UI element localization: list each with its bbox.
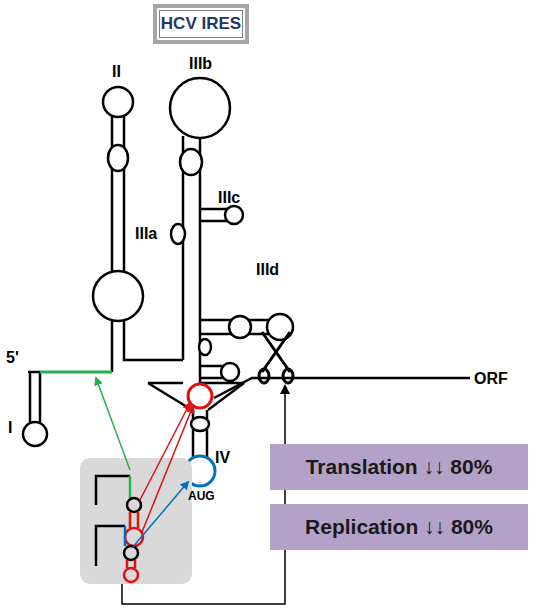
result-text: Translation ↓↓ 80% xyxy=(306,455,493,479)
result-text: Replication ↓↓ 80% xyxy=(305,515,493,539)
inhibitor-panel xyxy=(80,458,192,584)
domain-ii-bulge xyxy=(108,145,128,171)
junction xyxy=(200,382,244,385)
domain-label: IIId xyxy=(256,262,279,278)
domain-ii-loop xyxy=(103,87,133,117)
rna-loops xyxy=(23,78,293,446)
domain-iiic-loop xyxy=(225,206,243,224)
five-prime-end xyxy=(28,371,40,374)
green-arrow xyxy=(96,378,130,470)
domain-label: IIIb xyxy=(189,56,212,72)
domain-ii-internal-loop xyxy=(93,271,143,321)
domain-iiie-loop xyxy=(221,363,239,381)
orf-strand xyxy=(214,378,470,398)
target-arrows xyxy=(96,378,193,548)
scissors-symbol xyxy=(259,332,293,383)
domain-iiid-bulge xyxy=(229,316,251,338)
result-box: Translation ↓↓ 80% xyxy=(270,444,528,490)
domain-iv-bulge xyxy=(191,417,209,431)
red-arrow xyxy=(142,406,193,532)
domain-iiie-stem xyxy=(200,366,222,378)
junction xyxy=(148,383,192,410)
blue-arrow xyxy=(132,482,188,548)
rna-strands xyxy=(28,116,470,458)
target-site-green xyxy=(40,371,112,374)
domain-label: II xyxy=(112,64,121,80)
domain-i-stem xyxy=(39,372,42,422)
effect-arrow xyxy=(122,386,285,604)
domain-label: IV xyxy=(215,450,230,466)
domain-label: IIIa xyxy=(135,226,157,242)
domain-iiia-loop xyxy=(171,224,185,244)
target-site-red xyxy=(188,384,212,408)
domain-i-loop xyxy=(23,422,47,446)
junction xyxy=(148,382,183,385)
domain-iiib-loop xyxy=(170,78,230,138)
result-box: Replication ↓↓ 80% xyxy=(270,504,528,550)
red-arrow xyxy=(140,403,190,500)
domain-iiib-bulge xyxy=(180,149,202,175)
domain-label: ORF xyxy=(474,371,508,387)
domain-label: 5' xyxy=(6,350,19,366)
inhibitor-constructs xyxy=(96,476,143,582)
domain-label: IIIc xyxy=(218,190,240,206)
domain-label: AUG xyxy=(188,490,215,502)
diagram-title: HCV IRES xyxy=(161,14,241,34)
domain-iiid-loop xyxy=(267,314,293,340)
domain-iii-bulge xyxy=(199,339,211,355)
domain-i-stem xyxy=(29,372,32,422)
domain-label: I xyxy=(8,420,12,436)
title-box: HCV IRES xyxy=(153,4,249,44)
